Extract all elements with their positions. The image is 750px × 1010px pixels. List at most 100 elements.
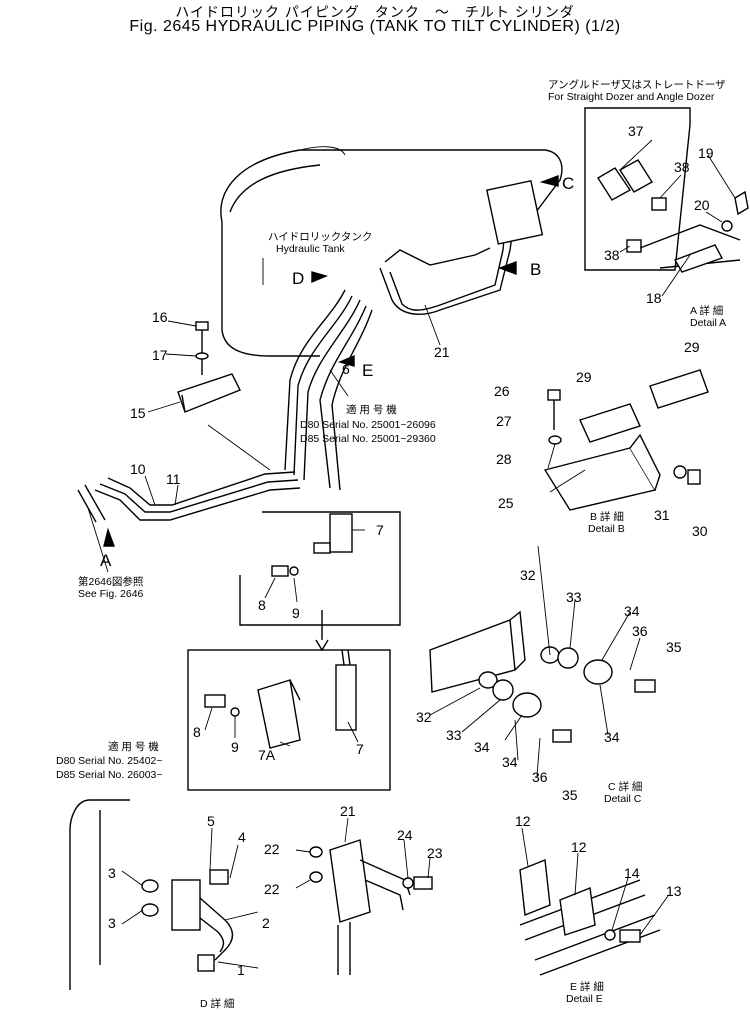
part-number: 20 <box>694 197 710 213</box>
figure-title: Fig. 2645 HYDRAULIC PIPING (TANK TO TILT… <box>129 18 621 35</box>
dozer-note-japanese: アングルドーザ又はストレートドーザ <box>548 78 726 91</box>
tank-label: Hydraulic Tank <box>276 243 345 255</box>
part-number: 31 <box>654 507 670 523</box>
view-letter-d: D <box>292 269 304 288</box>
part-number: 8 <box>193 724 201 740</box>
part-number: 28 <box>496 451 512 467</box>
part-number: 26 <box>494 383 510 399</box>
detail-e-japanese: E 詳 細 <box>570 980 604 993</box>
tank-label-japanese: ハイドロリックタンク <box>268 231 372 243</box>
detail-c <box>429 610 656 743</box>
serial-label-japanese: 適 用 号 機 <box>346 403 397 416</box>
serial-d85: D85 Serial No. 25001~29360 <box>300 433 436 445</box>
part-number: 37 <box>628 123 644 139</box>
part-number: 8 <box>258 597 266 613</box>
part-number: 21 <box>340 803 356 819</box>
detail-a-label: Detail A <box>690 317 726 329</box>
part-number: 15 <box>130 405 146 421</box>
part-number: 10 <box>130 461 146 477</box>
part-number: 2 <box>262 915 270 931</box>
serial-label-japanese-2: 適 用 号 機 <box>108 740 159 753</box>
part-number: 38 <box>604 247 620 263</box>
part-number: 35 <box>666 639 682 655</box>
part-number: 13 <box>666 883 682 899</box>
cover-15 <box>177 321 271 471</box>
view-letter-b: B <box>530 260 541 279</box>
part-number: 34 <box>474 739 490 755</box>
part-number: 38 <box>674 159 690 175</box>
part-number: 25 <box>498 495 514 511</box>
part-number: 11 <box>166 471 181 487</box>
part-number: 12 <box>571 839 587 855</box>
part-number: 34 <box>604 729 620 745</box>
part-number: 34 <box>624 603 640 619</box>
part-number: 7A <box>258 747 276 763</box>
part-number: 9 <box>231 739 239 755</box>
view-arrows <box>103 174 559 547</box>
detail-e <box>519 859 661 976</box>
view-letter-a: A <box>100 551 112 570</box>
text-labels: アングルドーザ又はストレートドーザ For Straight Dozer and… <box>56 78 726 1010</box>
detail-b <box>543 369 709 511</box>
part-number: 3 <box>108 865 116 881</box>
pipes-10-11 <box>77 471 301 523</box>
part-number: 7 <box>376 522 384 538</box>
serial-d80-2: D80 Serial No. 25402~ <box>56 755 163 767</box>
part-number: 22 <box>264 841 280 857</box>
hydraulic-tank <box>220 146 563 357</box>
figure-title-japanese: ハイドロリック パイピング タンク ～ チルト シリンダ <box>175 4 575 20</box>
part-number: 9 <box>292 605 300 621</box>
part-number: 24 <box>397 827 413 843</box>
see-fig: See Fig. 2646 <box>78 588 144 600</box>
part-number: 5 <box>207 813 215 829</box>
part-number: 34 <box>502 754 518 770</box>
view-letter-c: C <box>562 174 574 193</box>
part-number: 18 <box>646 290 662 306</box>
view-letters: A B C D E <box>100 174 574 570</box>
part-number: 19 <box>698 145 714 161</box>
part-number: 33 <box>566 589 582 605</box>
part-number: 36 <box>532 769 548 785</box>
part-number: 14 <box>624 865 640 881</box>
detail-a <box>584 107 749 273</box>
see-fig-japanese: 第2646図参照 <box>78 575 144 588</box>
leader-lines <box>87 139 736 969</box>
part-number: 1 <box>237 962 245 978</box>
part-number: 3 <box>108 915 116 931</box>
part-number: 16 <box>152 309 168 325</box>
part-number: 27 <box>496 413 512 429</box>
part-number: 12 <box>515 813 531 829</box>
part-number-labels: 1 2 3 3 4 5 6 7 7 7A 8 8 9 9 10 11 12 12… <box>108 123 714 978</box>
detail-c-japanese: C 詳 細 <box>608 780 642 793</box>
part-number: 29 <box>576 369 592 385</box>
detail-21 <box>309 839 433 975</box>
part-number: 36 <box>632 623 648 639</box>
part-number: 30 <box>692 523 708 539</box>
part-number: 35 <box>562 787 578 803</box>
part-number: 17 <box>152 347 168 363</box>
view-letter-e: E <box>362 361 373 380</box>
serial-d85-2: D85 Serial No. 26003~ <box>56 769 163 781</box>
clamp-box-lower <box>187 649 391 791</box>
detail-e-label: Detail E <box>566 993 603 1005</box>
detail-a-japanese: A 詳 細 <box>690 304 723 317</box>
pipe-harness-main <box>284 179 544 491</box>
clamp-box-upper <box>239 511 401 652</box>
serial-d80: D80 Serial No. 25001~26096 <box>300 419 436 431</box>
part-number: 32 <box>416 709 432 725</box>
dozer-note: For Straight Dozer and Angle Dozer <box>548 91 715 103</box>
part-number: 22 <box>264 881 280 897</box>
part-number: 32 <box>520 567 536 583</box>
detail-c-label: Detail C <box>604 793 642 805</box>
part-number: 33 <box>446 727 462 743</box>
part-number: 21 <box>434 344 450 360</box>
part-number: 7 <box>356 741 364 757</box>
part-number: 4 <box>238 829 246 845</box>
part-number: 6 <box>342 361 350 377</box>
detail-b-label: Detail B <box>588 523 625 535</box>
detail-b-japanese: B 詳 細 <box>590 510 624 523</box>
detail-d-japanese: D 詳 細 <box>200 997 234 1010</box>
part-number: 29 <box>684 339 700 355</box>
part-number: 23 <box>427 845 443 861</box>
